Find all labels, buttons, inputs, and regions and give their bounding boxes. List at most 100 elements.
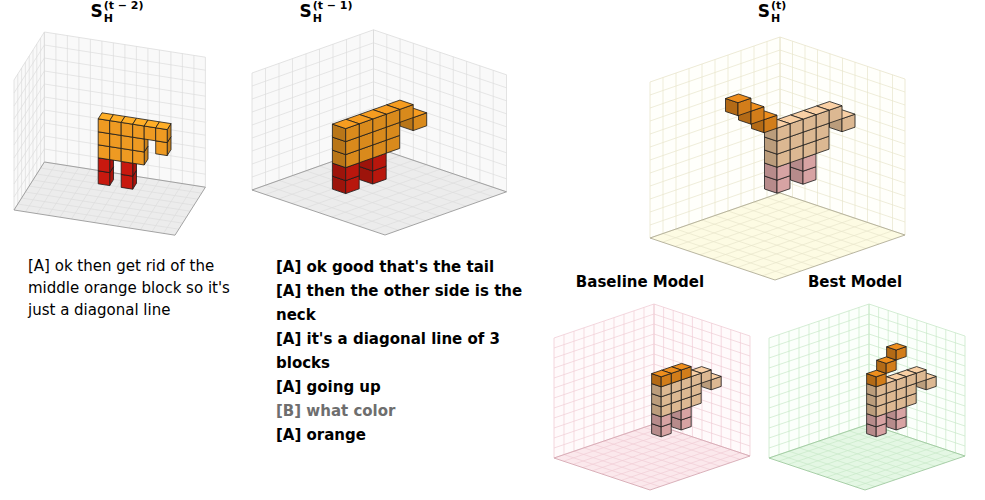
voxel-face xyxy=(121,174,133,189)
grid-line xyxy=(554,404,654,438)
voxel-plot xyxy=(14,32,205,235)
grid-line xyxy=(374,69,507,114)
axis-outline xyxy=(554,424,750,490)
dialogue-line-muted: [B] what color xyxy=(276,399,538,423)
grid-line xyxy=(14,84,44,132)
voxel-face xyxy=(98,158,110,173)
grid-line xyxy=(252,56,374,99)
axis-outline xyxy=(650,193,905,280)
pane-outline xyxy=(44,32,205,187)
voxel-face xyxy=(98,132,110,147)
grid-line xyxy=(374,95,507,140)
voxel-face xyxy=(98,119,110,134)
grid-line xyxy=(14,97,44,145)
side-pane xyxy=(654,304,750,456)
grid-line xyxy=(650,167,780,212)
grid-line xyxy=(836,446,936,480)
state-subscript: H xyxy=(104,12,113,25)
dialogue-line: [A] then the other side is the neck xyxy=(276,279,538,327)
pane-outline xyxy=(769,304,869,458)
grid-line xyxy=(869,314,965,346)
voxel-plot xyxy=(650,37,905,280)
grid-line xyxy=(700,210,830,255)
back-pane xyxy=(252,30,374,190)
grid-line xyxy=(44,45,205,70)
grid-line xyxy=(780,180,905,222)
grid-line xyxy=(869,344,965,376)
grid-line xyxy=(554,364,654,398)
grid-line xyxy=(827,443,927,477)
grid-line xyxy=(640,453,740,487)
floor-pane xyxy=(650,193,905,280)
grid-line xyxy=(654,314,750,346)
voxel-face xyxy=(156,128,168,143)
grid-line xyxy=(631,450,731,484)
grid-line xyxy=(650,63,780,108)
grid-line xyxy=(554,384,654,418)
grid-line xyxy=(807,437,907,471)
grid-line xyxy=(769,354,869,388)
grid-line xyxy=(855,453,955,487)
voxel-face xyxy=(121,161,133,176)
grid-line xyxy=(583,434,683,468)
grid-line xyxy=(650,89,780,134)
grid-line xyxy=(14,136,44,184)
grid-line xyxy=(869,404,965,436)
grid-line xyxy=(869,334,965,366)
grid-line xyxy=(650,154,780,199)
grid-line xyxy=(14,110,44,158)
grid-line xyxy=(769,394,869,428)
grid-line xyxy=(602,440,702,474)
voxel-face xyxy=(110,134,122,149)
dialogue-line: [A] ok good that's the tail xyxy=(276,255,538,279)
voxel-plot xyxy=(554,304,750,490)
pane-outline xyxy=(252,30,374,190)
grid-line xyxy=(654,384,750,416)
dialogue-line: [A] going up xyxy=(276,375,538,399)
grid-line xyxy=(554,324,654,358)
pane-outline xyxy=(374,30,507,192)
voxel-face xyxy=(110,121,122,136)
grid-line xyxy=(413,43,414,160)
voxel-face xyxy=(887,343,907,350)
voxel-face xyxy=(156,141,168,156)
grid-line xyxy=(479,66,480,183)
voxel-face xyxy=(652,370,672,377)
grid-line xyxy=(612,443,712,477)
voxel-plot xyxy=(769,304,965,490)
grid-line xyxy=(44,84,205,109)
dialogue-column: [A] ok good that's the tail[A] then the … xyxy=(276,255,538,447)
voxel-face xyxy=(133,137,145,152)
grid-line xyxy=(654,324,750,356)
grid-line xyxy=(621,446,721,480)
state-subscript: H xyxy=(313,12,322,25)
grid-line xyxy=(650,50,780,95)
voxel-face xyxy=(144,126,156,141)
grid-line xyxy=(869,354,965,386)
grid-line xyxy=(738,222,868,267)
state-symbol: S xyxy=(758,1,770,21)
pane-outline xyxy=(554,304,654,458)
grid-line xyxy=(780,50,905,92)
grid-line xyxy=(769,374,869,408)
state-subscript: H xyxy=(771,12,780,25)
grid-line xyxy=(769,314,869,348)
grid-line xyxy=(592,437,692,471)
grid-line xyxy=(358,183,480,226)
model-heading: Best Model xyxy=(808,273,902,291)
grid-line xyxy=(14,123,44,171)
grid-line xyxy=(817,440,917,474)
state-symbol: S xyxy=(299,1,311,21)
state-superscript: (t − 2) xyxy=(104,0,144,12)
grid-line xyxy=(763,231,893,276)
grid-line xyxy=(252,69,374,112)
grid-line xyxy=(14,149,44,197)
voxel-face xyxy=(98,171,110,186)
dialogue-text: [A] ok then get rid of the middle orange… xyxy=(28,255,235,321)
axis-outline xyxy=(769,424,965,490)
voxel-face xyxy=(121,122,133,137)
grid-line xyxy=(37,174,198,199)
grid-line xyxy=(554,354,654,388)
